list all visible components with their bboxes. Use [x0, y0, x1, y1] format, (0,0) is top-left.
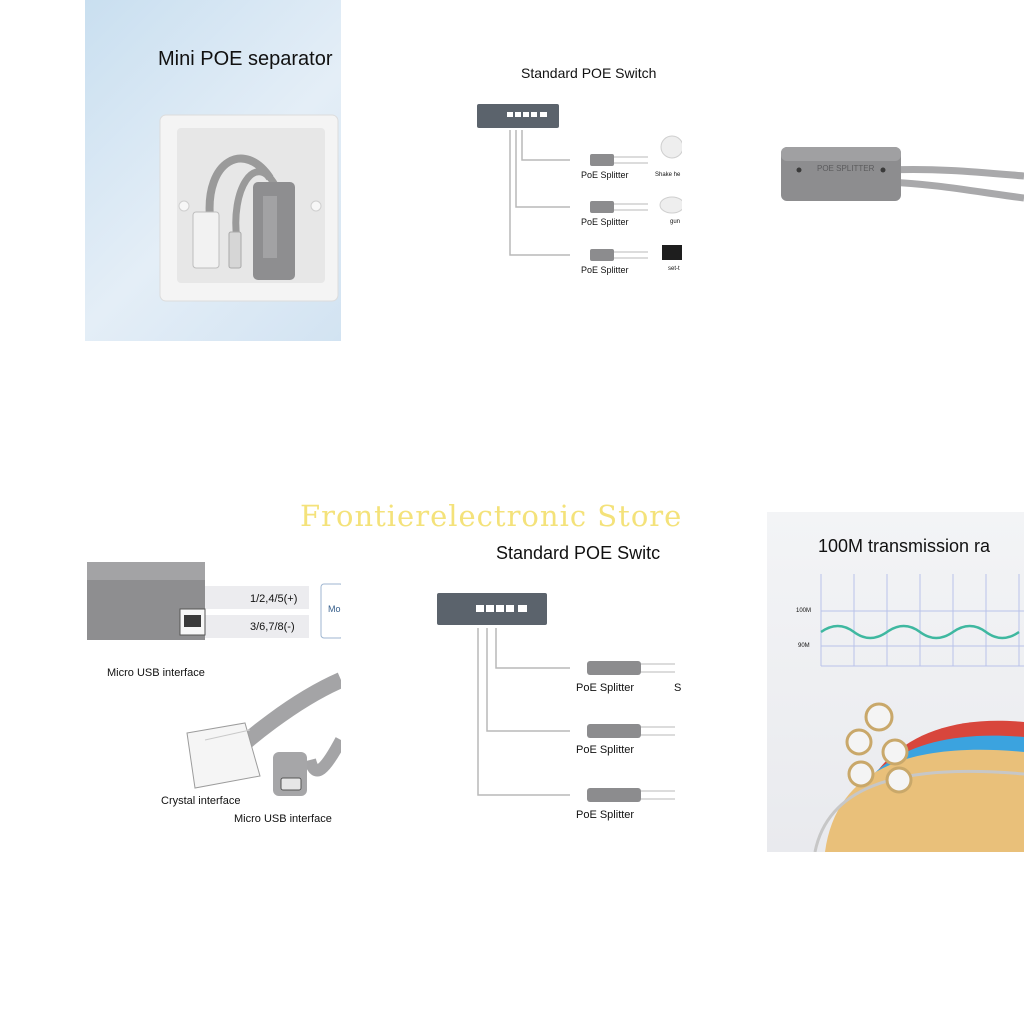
splitter-body	[590, 201, 614, 213]
tile-interface-diagram: 1/2,4/5(+) 3/6,7/8(-) Mo Micro USB inter…	[85, 540, 341, 840]
splitter-body	[587, 661, 641, 675]
product-text: POE SPLITTER	[817, 164, 875, 173]
chart-grid	[820, 574, 1024, 667]
signal-wave	[820, 624, 1020, 640]
side-box	[320, 583, 341, 639]
tile-transmission: 100M transmission ra 100M 90M	[767, 512, 1024, 852]
splitter-label: PoE Splitter	[576, 809, 635, 821]
axis-tick-label: 90M	[798, 643, 810, 649]
tile-title: Standard POE Switch	[521, 65, 657, 81]
pin-bar	[205, 615, 309, 638]
axis-tick-label: 100M	[796, 608, 812, 614]
splitter-label: PoE Splitter	[581, 217, 629, 227]
rj45-plug	[186, 722, 261, 789]
device-label: gun	[670, 219, 681, 225]
pin-label: 3/6,7/8(-)	[250, 621, 295, 633]
tile-title: 100M transmission ra	[818, 536, 991, 556]
switch-diagram	[437, 593, 675, 802]
tile-mini-poe-separator: Mini POE separator	[85, 0, 341, 341]
transmission-illustration	[813, 574, 1024, 852]
splitter-body	[587, 788, 641, 802]
tile-splitter-closeup: POE SPLITTER	[767, 100, 1024, 240]
micro-usb-label: Micro USB interface	[107, 667, 205, 679]
tile-switch-top: Standard POE Switch PoE Splitter PoE Spl…	[470, 55, 682, 280]
device-label: Shake he	[655, 172, 681, 178]
tile-switch-bottom: Standard POE Switc PoE Splitter PoE Spli…	[430, 535, 682, 835]
splitter-label: PoE Splitter	[576, 744, 635, 756]
splitter-label: PoE Splitter	[576, 682, 635, 694]
device-label: set-t	[668, 266, 680, 272]
splitter-label: PoE Splitter	[581, 170, 629, 180]
splitter-label: PoE Splitter	[581, 265, 629, 275]
interface-illustration	[87, 562, 341, 796]
tile-title: Standard POE Switc	[496, 543, 661, 563]
pin-bar	[205, 586, 309, 609]
switch-diagram	[477, 104, 682, 261]
cable	[477, 628, 570, 796]
camera-device	[660, 135, 682, 159]
settop-device	[662, 245, 682, 260]
cable	[486, 628, 570, 732]
splitter-body	[587, 724, 641, 738]
crystal-label: Crystal interface	[161, 795, 241, 807]
cable	[509, 130, 570, 256]
pin-label: 1/2,4/5(+)	[250, 593, 298, 605]
cable	[515, 130, 570, 208]
side-label: Mo	[328, 604, 341, 614]
tile-title: Mini POE separator	[158, 48, 333, 70]
cable	[495, 628, 570, 669]
cable	[521, 130, 570, 161]
splitter-body	[590, 154, 614, 166]
store-watermark: Frontierelectronic Store	[300, 499, 683, 533]
router-device	[659, 196, 682, 214]
poe-separator-photo	[159, 114, 339, 302]
splitter-body	[590, 249, 614, 261]
micro-usb-label: Micro USB interface	[234, 813, 332, 825]
device-label: S	[674, 682, 682, 694]
splitter-closeup-photo	[781, 147, 1024, 202]
